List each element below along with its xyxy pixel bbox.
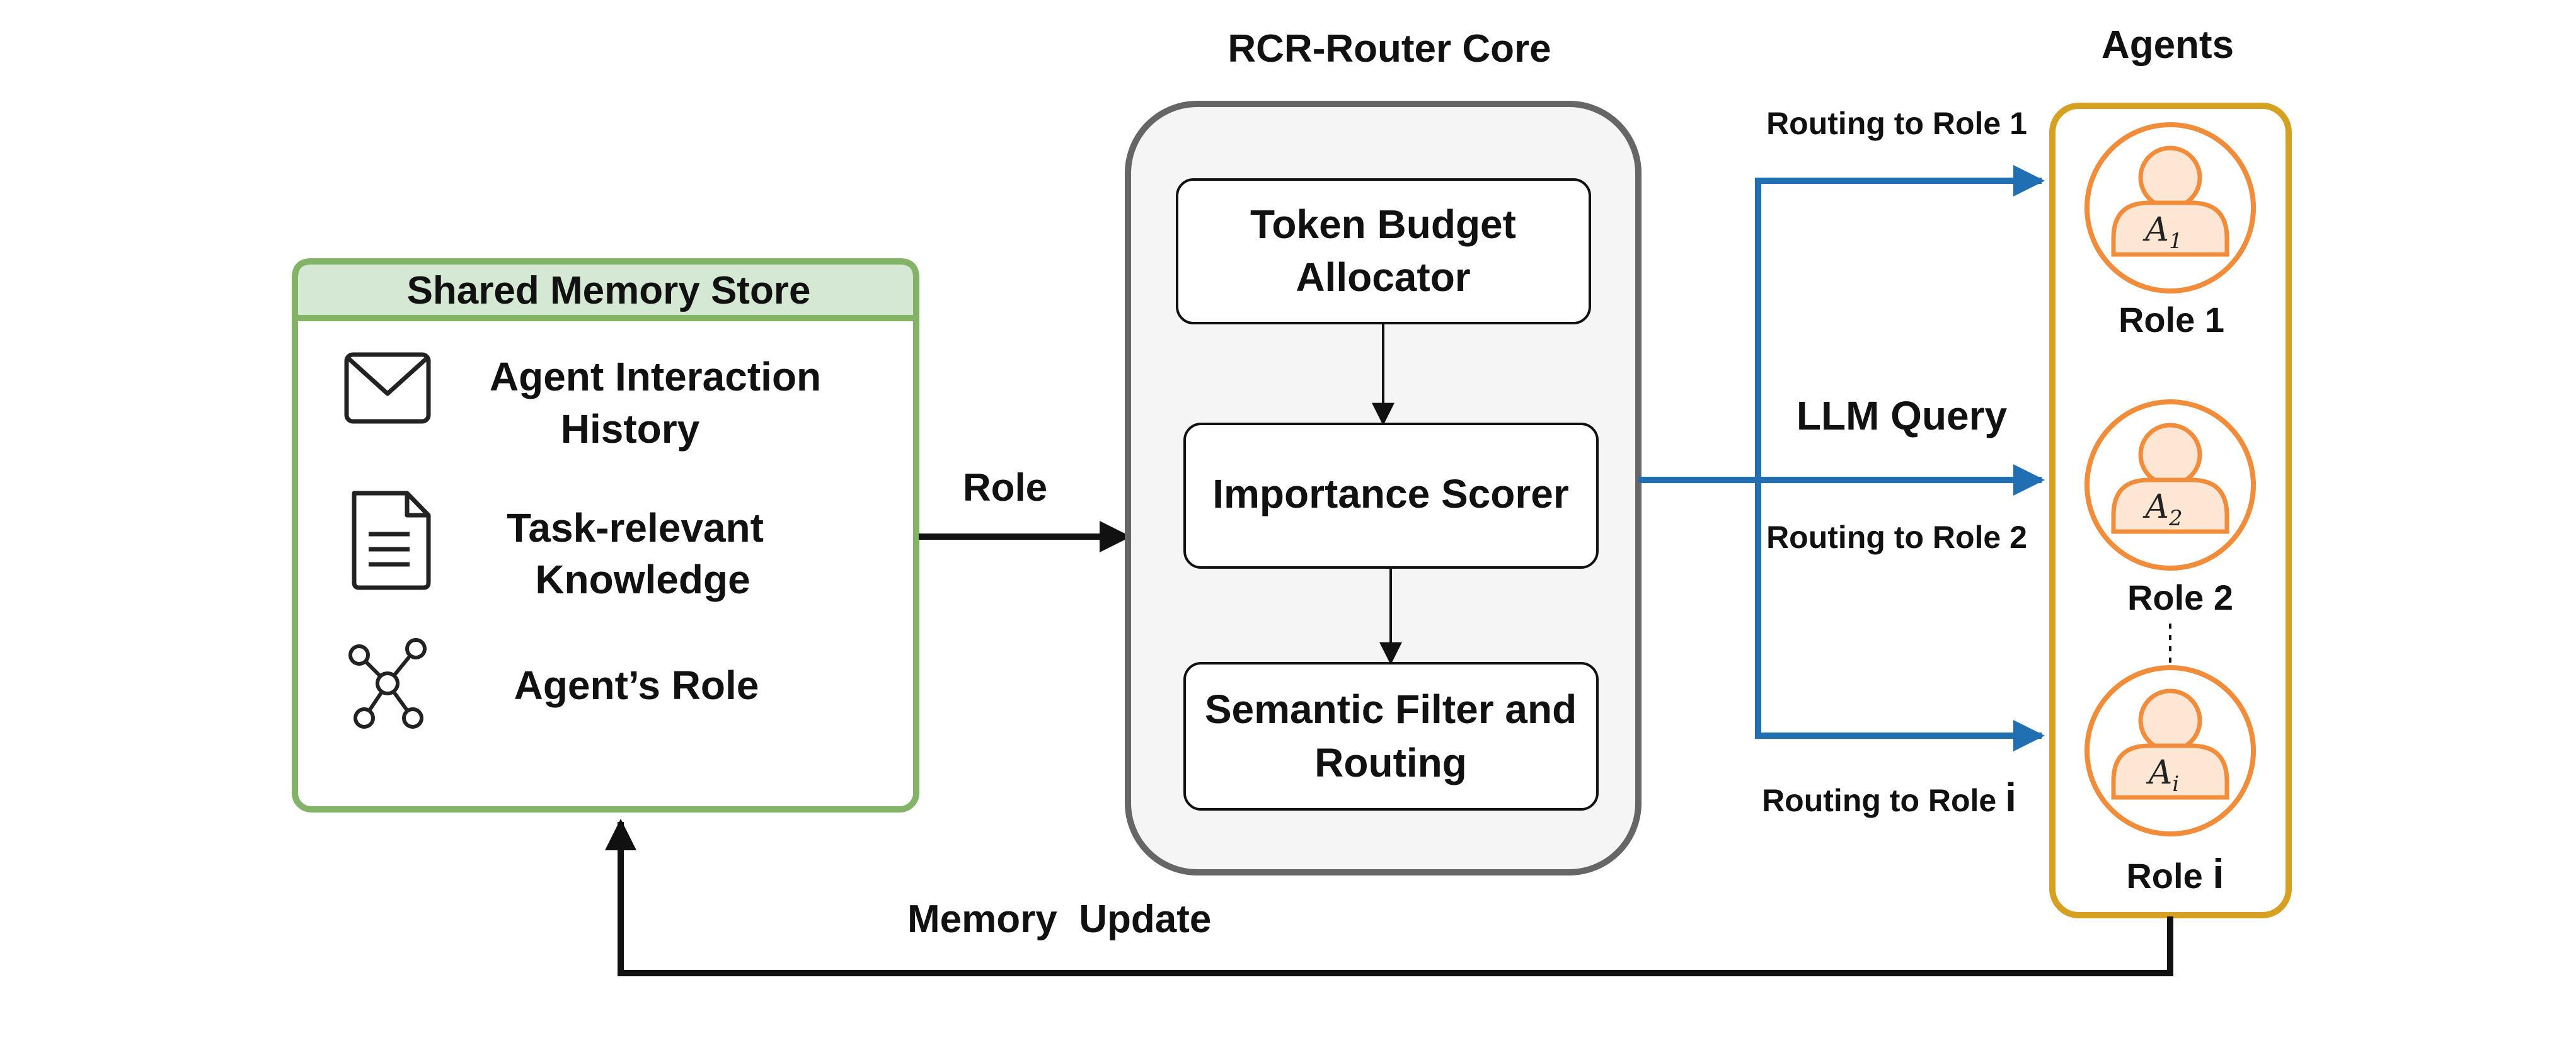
agent-i: Ai Role i: [2084, 665, 2256, 897]
memory-item-history-line1: Agent Interaction: [490, 354, 821, 399]
agent-1-role-label: Role 1: [2119, 300, 2224, 339]
memory-item-history-line2: History: [561, 406, 700, 452]
llm-query-label: LLM Query: [1797, 393, 2008, 438]
agent-1-symbol: A1: [2142, 211, 2182, 254]
memory-store-title: Shared Memory Store: [407, 269, 811, 312]
document-icon: [352, 491, 431, 590]
agents-panel: Agents A1 Role 1 A2 Role 2: [2049, 23, 2292, 918]
agent-2-role-label: Role 2: [2127, 578, 2233, 617]
core-title: RCR-Router Core: [1228, 27, 1551, 71]
semantic-filter-box: [1183, 662, 1599, 811]
user-icon: [2111, 145, 2229, 257]
role-edge: Role: [919, 466, 1131, 552]
agents-title: Agents: [2102, 23, 2234, 67]
memory-store-header: [292, 258, 919, 321]
importance-scorer-label: Importance Scorer: [1212, 471, 1569, 516]
network-icon: [348, 638, 427, 729]
user-icon: [2111, 688, 2229, 800]
shared-memory-store: Shared Memory Store Agent Interaction Hi…: [292, 258, 919, 813]
memory-item-role: Agent’s Role: [514, 663, 759, 708]
memory-update-edge: Memory Update: [605, 819, 2173, 976]
agent-1: A1 Role 1: [2084, 122, 2256, 339]
routing-edges: [1638, 165, 2045, 751]
token-budget-line1: Token Budget: [1250, 202, 1516, 247]
rcr-router-core: RCR-Router Core Token Budget Allocator I…: [1125, 27, 1642, 875]
routing-label-role-i-suffix: i: [2005, 775, 2016, 820]
routing-label-role-2: Routing to Role 2: [1766, 520, 2027, 555]
semantic-filter-line1: Semantic Filter and: [1205, 687, 1577, 732]
semantic-filter-line2: Routing: [1314, 740, 1467, 785]
routing-label-role-i-prefix: Routing to Role: [1762, 783, 2005, 818]
memory-update-label: Memory Update: [907, 898, 1211, 941]
memory-item-knowledge-line1: Task-relevant: [507, 505, 764, 550]
role-edge-label: Role: [963, 466, 1047, 510]
agent-2-symbol: A2: [2142, 488, 2182, 531]
routing-label-role-i: Routing to Role i: [1762, 775, 2016, 820]
agent-i-symbol: Ai: [2146, 754, 2179, 797]
agent-i-role-label: Role i: [2126, 850, 2224, 897]
envelope-icon: [344, 352, 431, 424]
user-icon: [2111, 423, 2229, 534]
agent-2: A2 Role 2: [2084, 399, 2256, 617]
memory-item-knowledge-line2: Knowledge: [535, 557, 750, 602]
routing-label-role-1: Routing to Role 1: [1766, 106, 2027, 141]
token-budget-line2: Allocator: [1296, 254, 1470, 300]
